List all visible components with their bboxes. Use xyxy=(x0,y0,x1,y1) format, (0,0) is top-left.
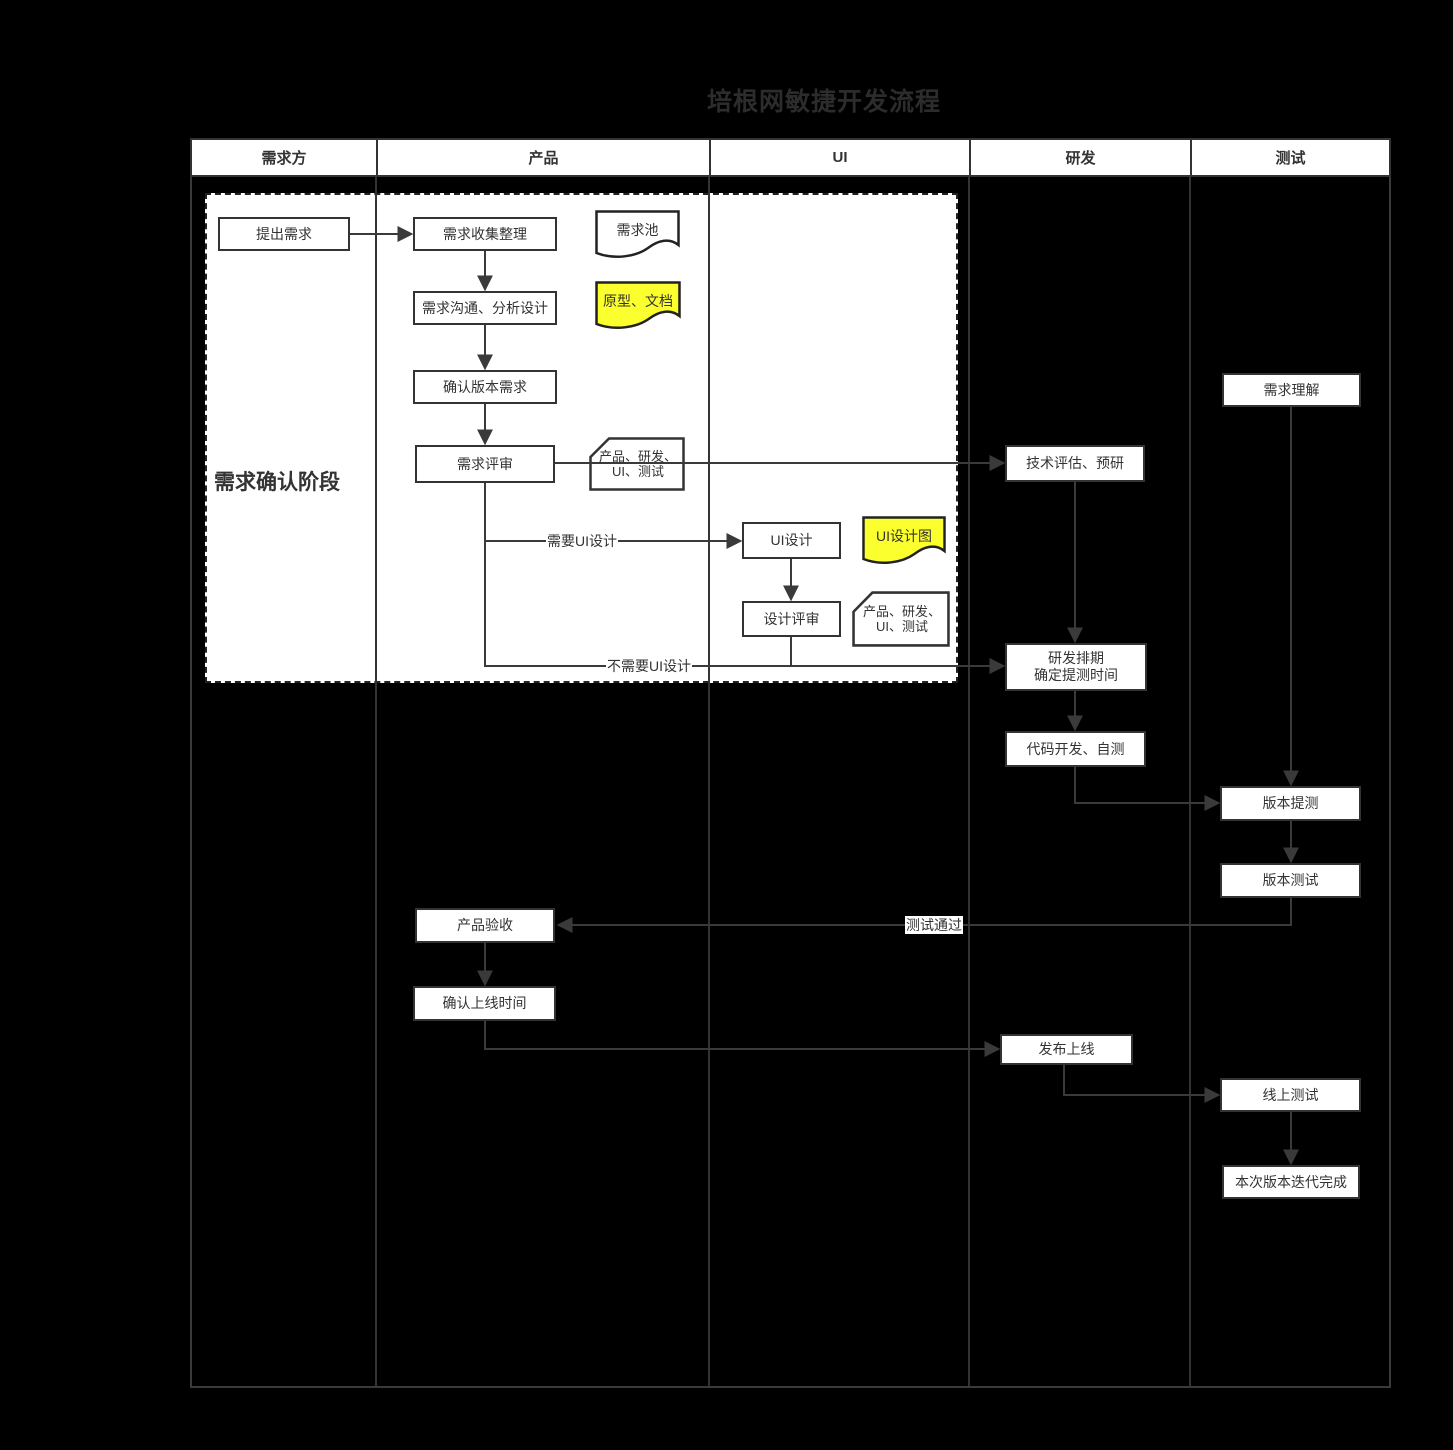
edge-label-test-passed: 测试通过 xyxy=(905,916,963,934)
card-design-review-participants: 产品、研发、UI、测试 xyxy=(852,591,950,647)
document-label: UI设计图 xyxy=(876,528,932,544)
node-version-test: 版本测试 xyxy=(1220,863,1361,898)
node-coding-selftest: 代码开发、自测 xyxy=(1005,731,1146,767)
lane-header-rd: 研发 xyxy=(971,140,1192,175)
node-release-online: 发布上线 xyxy=(1000,1034,1133,1065)
node-analyze-design: 需求沟通、分析设计 xyxy=(413,291,557,325)
edge-label-need-ui: 需要UI设计 xyxy=(546,532,618,550)
node-dev-schedule: 研发排期 确定提测时间 xyxy=(1005,643,1147,691)
node-requirement-understanding: 需求理解 xyxy=(1222,373,1361,407)
lane-divider xyxy=(1189,177,1191,1386)
document-label: 需求池 xyxy=(616,222,659,238)
node-confirm-launch-time: 确认上线时间 xyxy=(413,986,556,1021)
diagram-title: 培根网敏捷开发流程 xyxy=(707,88,942,116)
lane-header-test: 测试 xyxy=(1275,150,1306,167)
node-collect-requirements: 需求收集整理 xyxy=(413,217,557,251)
swimlane-header: 需求方 产品 UI 研发 测试 xyxy=(190,138,1391,177)
lane-header-requester: 需求方 xyxy=(192,140,378,175)
card-review-participants: 产品、研发、UI、测试 xyxy=(589,437,685,491)
document-shape-icon xyxy=(595,281,681,329)
node-ui-design: UI设计 xyxy=(742,522,841,559)
lane-divider xyxy=(708,177,710,1386)
node-propose-requirement: 提出需求 xyxy=(218,217,350,251)
edge-label-no-ui: 不需要UI设计 xyxy=(606,657,692,675)
lane-header-ui: UI xyxy=(711,140,971,175)
node-online-test: 线上测试 xyxy=(1220,1078,1361,1112)
document-label: 原型、文档 xyxy=(603,293,673,309)
node-design-review: 设计评审 xyxy=(742,601,841,637)
document-ui-design-draft: UI设计图 xyxy=(862,516,946,568)
lane-header-product: 产品 xyxy=(378,140,711,175)
phase-region xyxy=(205,193,958,683)
document-shape-icon xyxy=(595,210,680,258)
document-requirement-pool: 需求池 xyxy=(595,210,680,262)
node-confirm-version-requirements: 确认版本需求 xyxy=(413,370,557,404)
document-prototype-docs: 原型、文档 xyxy=(595,281,681,333)
node-iteration-complete: 本次版本迭代完成 xyxy=(1222,1165,1360,1199)
card-label: 产品、研发、UI、测试 xyxy=(862,603,941,634)
card-label: 产品、研发、UI、测试 xyxy=(598,448,677,479)
lane-divider xyxy=(968,177,970,1386)
node-version-submit-test: 版本提测 xyxy=(1220,786,1361,821)
node-requirement-review: 需求评审 xyxy=(415,445,555,483)
lane-divider xyxy=(375,177,377,1386)
node-product-acceptance: 产品验收 xyxy=(415,908,555,943)
phase-label: 需求确认阶段 xyxy=(214,471,340,494)
node-tech-evaluation: 技术评估、预研 xyxy=(1005,445,1145,482)
